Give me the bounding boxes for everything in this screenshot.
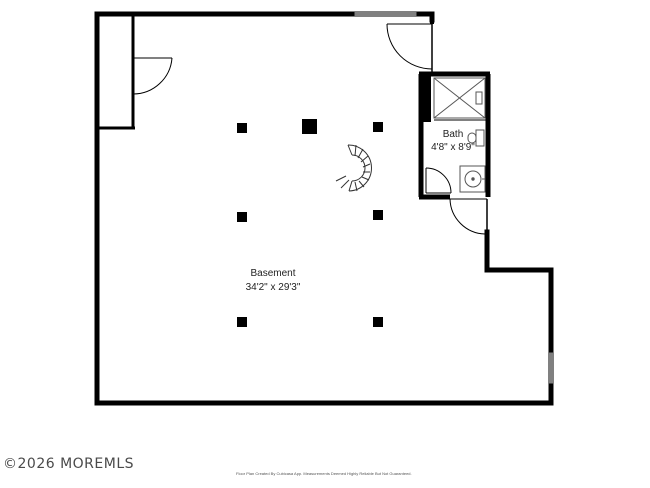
floorplan-credit: Floor Plan Created By Cubicasa App. Meas… bbox=[236, 471, 412, 476]
column bbox=[237, 317, 247, 327]
door-bath bbox=[425, 167, 452, 194]
column bbox=[302, 119, 317, 134]
spiral-stair bbox=[335, 144, 372, 192]
window bbox=[548, 351, 554, 385]
bath-name: Bath bbox=[443, 129, 464, 140]
column bbox=[373, 317, 383, 327]
column bbox=[237, 123, 247, 133]
copyright-watermark: ©2026 MOREMLS bbox=[3, 456, 135, 472]
column bbox=[373, 210, 383, 220]
door-entry bbox=[386, 20, 434, 72]
sink bbox=[459, 165, 486, 193]
sliding-door bbox=[351, 11, 420, 17]
shower bbox=[433, 77, 486, 119]
wall-block bbox=[419, 74, 431, 122]
column bbox=[237, 212, 247, 222]
toilet bbox=[467, 129, 485, 147]
column bbox=[373, 122, 383, 132]
columns bbox=[237, 119, 383, 327]
basement-dims: 34'2" x 29'3" bbox=[246, 282, 301, 293]
door-utility bbox=[449, 198, 488, 235]
closet bbox=[97, 16, 173, 130]
exterior-walls bbox=[94, 11, 554, 406]
basement-name: Basement bbox=[250, 268, 295, 279]
bath-dims: 4'8" x 8'9" bbox=[431, 142, 475, 153]
